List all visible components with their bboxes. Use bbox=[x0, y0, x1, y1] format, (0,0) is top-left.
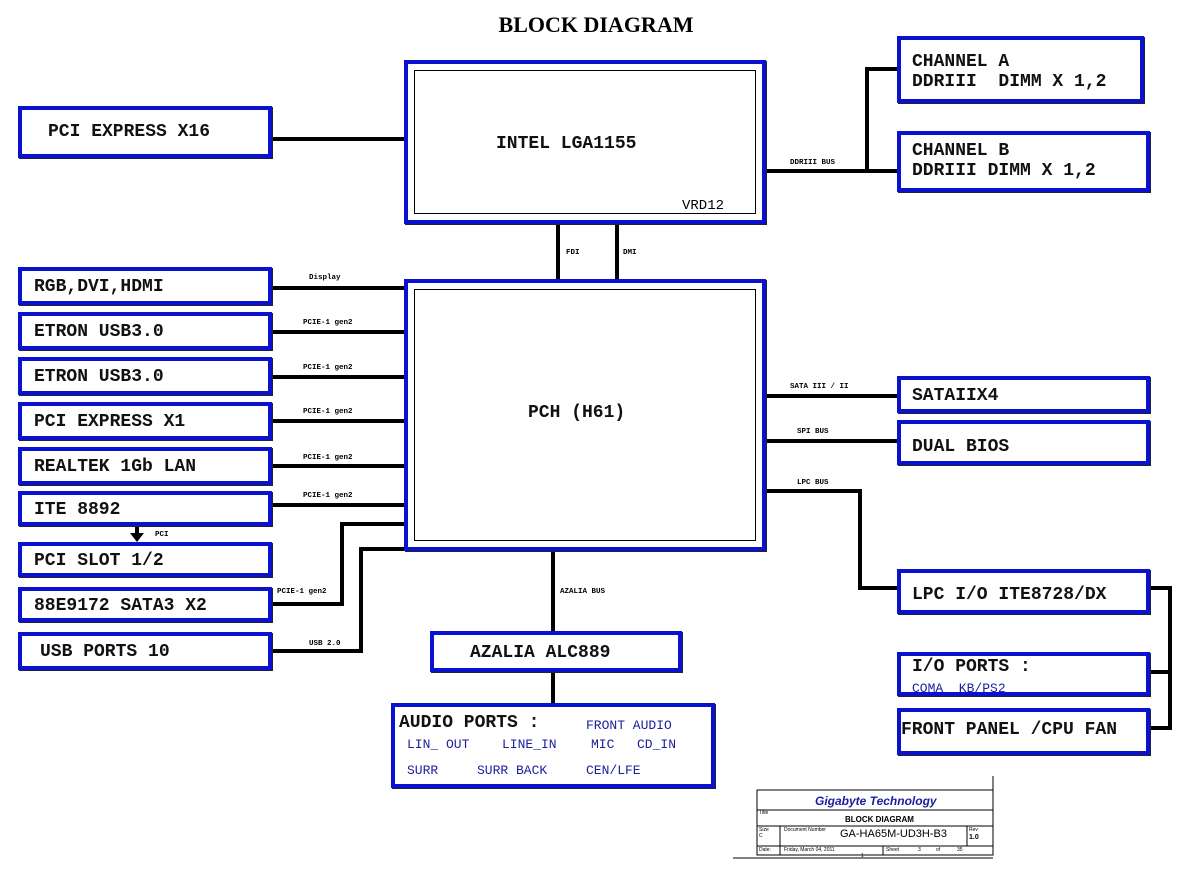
cpu-label: INTEL LGA1155 bbox=[496, 134, 637, 154]
of-label: of bbox=[936, 847, 941, 853]
sata-block: SATAIIX4 bbox=[897, 376, 1150, 413]
etron2-block: ETRON USB3.0 bbox=[18, 357, 272, 395]
dmi-label: DMI bbox=[623, 249, 637, 257]
sheet-title: BLOCK DIAGRAM bbox=[845, 815, 914, 824]
ddr-bus-label: DDRIII BUS bbox=[790, 159, 836, 167]
document-number: GA-HA65M-UD3H-B3 bbox=[840, 828, 947, 840]
audio-item: FRONT AUDIO bbox=[586, 718, 672, 733]
title-label: Title bbox=[759, 810, 769, 816]
audio-item: SURR bbox=[407, 763, 439, 778]
audio-item: LINE_IN bbox=[502, 737, 557, 752]
diagram-title: BLOCK DIAGRAM bbox=[498, 12, 694, 37]
date-value: Friday, March 04, 2011 bbox=[784, 847, 835, 853]
pch-block bbox=[404, 279, 766, 551]
audio-item: SURR BACK bbox=[477, 763, 548, 778]
fdi-label: FDI bbox=[566, 249, 580, 257]
audio-ports-block: AUDIO PORTS : FRONT AUDIO LIN_ OUT LINE_… bbox=[391, 703, 715, 788]
pcie-bus-label: PCIE-1 gen2 bbox=[303, 454, 353, 462]
date-label: Date: bbox=[759, 847, 771, 853]
channel-b-label: CHANNEL B bbox=[912, 141, 1010, 161]
pcie-bus-label: PCIE-1 gen2 bbox=[303, 319, 353, 327]
cpu-block bbox=[404, 60, 766, 224]
channel-a-dimm: DDRIII DIMM X 1,2 bbox=[912, 72, 1107, 92]
audio-ports-label: AUDIO PORTS : bbox=[399, 713, 540, 733]
ite-block: ITE 8892 bbox=[18, 491, 272, 526]
size-label: Size bbox=[759, 827, 769, 833]
docnum-label: Document Number bbox=[784, 827, 826, 833]
pcie-x16-label: PCI EXPRESS X16 bbox=[48, 122, 211, 142]
audio-item: CD_IN bbox=[637, 737, 677, 752]
lpc-io-label: LPC I/O ITE8728/DX bbox=[912, 585, 1107, 605]
pcie-x1-block: PCI EXPRESS X1 bbox=[18, 402, 272, 440]
pcie-x16-block: PCI EXPRESS X16 bbox=[18, 106, 272, 158]
sheet-number: 3 bbox=[918, 847, 921, 853]
usb-block: USB PORTS 10 bbox=[18, 632, 272, 670]
sata-label: SATAIIX4 bbox=[912, 386, 999, 406]
channel-b-block: CHANNEL B DDRIII DIMM X 1,2 bbox=[897, 131, 1150, 192]
azalia-block: AZALIA ALC889 bbox=[430, 631, 682, 672]
bios-block: DUAL BIOS bbox=[897, 420, 1150, 465]
etron1-block: ETRON USB3.0 bbox=[18, 312, 272, 350]
lpc-io-block: LPC I/O ITE8728/DX bbox=[897, 569, 1150, 614]
sheet-total: 35 bbox=[957, 847, 963, 853]
pci-slot-block: PCI SLOT 1/2 bbox=[18, 542, 272, 577]
channel-b-dimm: DDRIII DIMM X 1,2 bbox=[912, 161, 1096, 181]
io-ports-items: COMA KB/PS2 bbox=[912, 681, 1006, 696]
pci-slot-label: PCI SLOT 1/2 bbox=[34, 551, 164, 571]
sata3-label: 88E9172 SATA3 X2 bbox=[34, 596, 207, 616]
usb-bus-label: USB 2.0 bbox=[309, 640, 341, 648]
sata-bus-label: SATA III / II bbox=[790, 383, 849, 391]
cpu-vrd-label: VRD12 bbox=[682, 198, 725, 214]
audio-item: CEN/LFE bbox=[586, 763, 641, 778]
rev-label: Rev bbox=[969, 827, 978, 833]
lpc-bus-label: LPC BUS bbox=[797, 479, 829, 487]
audio-item: LIN_ OUT bbox=[407, 737, 470, 752]
pcie-bus-label: PCIE-1 gen2 bbox=[303, 364, 353, 372]
title-block-lines bbox=[733, 776, 994, 859]
front-panel-label: FRONT PANEL /CPU FAN bbox=[901, 720, 1118, 740]
etron2-label: ETRON USB3.0 bbox=[34, 367, 164, 387]
display-label: RGB,DVI,HDMI bbox=[34, 277, 164, 297]
io-ports-block: I/O PORTS : COMA KB/PS2 bbox=[897, 652, 1150, 696]
display-bus-label: Display bbox=[309, 274, 341, 282]
ite-label: ITE 8892 bbox=[34, 500, 121, 520]
lan-label: REALTEK 1Gb LAN bbox=[34, 457, 197, 477]
azalia-bus-label: AZALIA BUS bbox=[560, 588, 606, 596]
lan-block: REALTEK 1Gb LAN bbox=[18, 447, 272, 485]
channel-a-label: CHANNEL A bbox=[912, 52, 1010, 72]
pci-bus-label: PCI bbox=[155, 531, 169, 539]
page-marker: 1 bbox=[861, 853, 864, 859]
rev-value: 1.0 bbox=[969, 834, 979, 841]
azalia-label: AZALIA ALC889 bbox=[470, 643, 611, 663]
channel-a-block: CHANNEL A DDRIII DIMM X 1,2 bbox=[897, 36, 1144, 103]
lpc-link bbox=[766, 489, 897, 590]
display-block: RGB,DVI,HDMI bbox=[18, 267, 272, 305]
audio-item: MIC bbox=[591, 737, 615, 752]
front-panel-block: FRONT PANEL /CPU FAN bbox=[897, 708, 1150, 755]
ddr-bus-link bbox=[766, 67, 897, 173]
usb-link bbox=[272, 547, 404, 653]
pcie-x1-label: PCI EXPRESS X1 bbox=[34, 412, 186, 432]
sata3-block: 88E9172 SATA3 X2 bbox=[18, 587, 272, 622]
company-name: Gigabyte Technology bbox=[815, 794, 937, 808]
superio-link bbox=[1150, 586, 1172, 730]
pch-label: PCH (H61) bbox=[528, 403, 626, 423]
pcie-bus-label: PCIE-1 gen2 bbox=[277, 588, 327, 596]
size-value: C bbox=[759, 833, 763, 839]
pci-arrow-icon bbox=[130, 533, 144, 542]
spi-bus-label: SPI BUS bbox=[797, 428, 829, 436]
bios-label: DUAL BIOS bbox=[912, 437, 1010, 457]
io-ports-label: I/O PORTS : bbox=[912, 657, 1031, 677]
pcie-bus-label: PCIE-1 gen2 bbox=[303, 408, 353, 416]
usb-label: USB PORTS 10 bbox=[40, 642, 170, 662]
etron1-label: ETRON USB3.0 bbox=[34, 322, 164, 342]
sheet-label: Sheet bbox=[886, 847, 900, 853]
pcie-bus-label: PCIE-1 gen2 bbox=[303, 492, 353, 500]
sata3-link bbox=[272, 522, 404, 606]
